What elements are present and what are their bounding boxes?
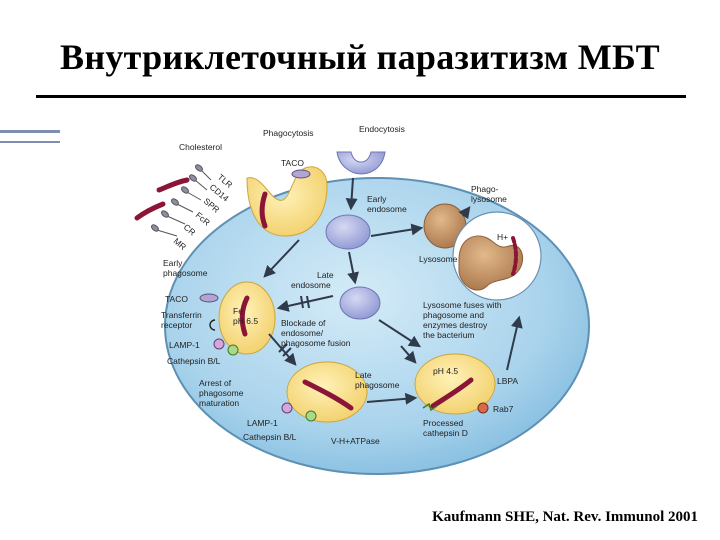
label-taco-top: TACO bbox=[281, 158, 304, 168]
cell-diagram: Cholesterol Phagocytosis Endocytosis TAC… bbox=[134, 124, 590, 475]
label-lbpa: LBPA bbox=[497, 376, 518, 386]
citation: Kaufmann SHE, Nat. Rev. Immunol 2001 bbox=[432, 509, 698, 525]
receptor-label-2: SPR bbox=[202, 196, 222, 215]
accent-bar-top bbox=[0, 130, 60, 133]
label-processed-cathepsin: Processed cathepsin D bbox=[423, 418, 468, 438]
extracellular-bacterium-1 bbox=[156, 177, 190, 193]
bacterium-late-phagosome bbox=[302, 379, 354, 411]
label-early-phagosome: Early phagosome bbox=[163, 258, 208, 278]
receptor-label-4: CR bbox=[182, 222, 198, 238]
early-endosome bbox=[325, 214, 371, 250]
label-phagolysosome: Phago- lysosome bbox=[471, 184, 507, 204]
flow-arrows bbox=[263, 177, 523, 405]
rab7-marker bbox=[477, 402, 489, 414]
cathepsin-marker-early bbox=[227, 344, 239, 356]
label-phagocytosis: Phagocytosis bbox=[263, 128, 314, 138]
label-lamp1-early: LAMP-1 bbox=[169, 340, 200, 350]
note-arrest: Arrest of phagosome maturation bbox=[199, 378, 246, 408]
label-cathepsin-late: Cathepsin B/L bbox=[243, 432, 297, 442]
label-ph-late: pH 4.5 bbox=[433, 366, 458, 376]
lamp1-marker-late bbox=[281, 402, 293, 414]
label-late-phagosome: Late phagosome bbox=[355, 370, 400, 390]
extracellular-bacterium-2 bbox=[134, 201, 166, 221]
receptor-cluster bbox=[151, 164, 212, 237]
endocytic-pit bbox=[336, 151, 386, 175]
label-cholesterol: Cholesterol bbox=[179, 142, 222, 152]
label-fe: Fe bbox=[233, 306, 243, 316]
lamp1-marker-early bbox=[213, 338, 225, 350]
label-transferrin: Transferrin receptor bbox=[161, 310, 204, 330]
title-underline bbox=[36, 95, 686, 98]
taco-marker-early bbox=[199, 293, 219, 303]
figure-panel: Cholesterol Phagocytosis Endocytosis TAC… bbox=[115, 108, 599, 480]
label-taco-early: TACO bbox=[165, 294, 188, 304]
accent-bar-bottom bbox=[0, 141, 60, 143]
label-ph-early: pH 6.5 bbox=[233, 316, 258, 326]
label-endocytosis: Endocytosis bbox=[359, 124, 405, 134]
transferrin-receptor-marker bbox=[209, 319, 216, 331]
slide-title: Внутриклеточный паразитизм МБТ bbox=[60, 37, 660, 77]
late-endosome bbox=[339, 286, 381, 320]
label-late-endosome: Late endosome bbox=[291, 270, 336, 290]
label-rab7: Rab7 bbox=[493, 404, 514, 414]
receptor-label-3: FcR bbox=[194, 210, 212, 228]
blockade-marks bbox=[278, 295, 310, 357]
label-lysosome: Lysosome bbox=[419, 254, 458, 264]
mature-phagosome bbox=[414, 353, 496, 415]
phagolysosome-content bbox=[458, 235, 524, 291]
cathepsin-marker-late bbox=[305, 410, 317, 422]
note-lysosome-fuses: Lysosome fuses with phagosome and enzyme… bbox=[423, 300, 504, 340]
taco-marker-top bbox=[291, 169, 311, 179]
note-blockade: Blockade of endosome/ phagosome fusion bbox=[281, 318, 351, 348]
bacterium-mature-phagosome bbox=[430, 377, 474, 409]
early-phagosome bbox=[218, 281, 276, 355]
processed-cathepsin-marker bbox=[422, 402, 438, 412]
receptor-label-5: MR bbox=[172, 236, 189, 252]
phagocytic-cup bbox=[246, 166, 328, 237]
label-early-endosome: Early endosome bbox=[367, 194, 407, 214]
bacterium-entering bbox=[259, 191, 268, 229]
label-lamp1-late: LAMP-1 bbox=[247, 418, 278, 428]
bacterium-early-phagosome bbox=[239, 295, 250, 337]
label-h-plus: H+ bbox=[497, 232, 508, 242]
label-cathepsin-early: Cathepsin B/L bbox=[167, 356, 221, 366]
degraded-bacterium bbox=[511, 236, 518, 276]
label-v-atpase: V-H+ATPase bbox=[331, 436, 380, 446]
